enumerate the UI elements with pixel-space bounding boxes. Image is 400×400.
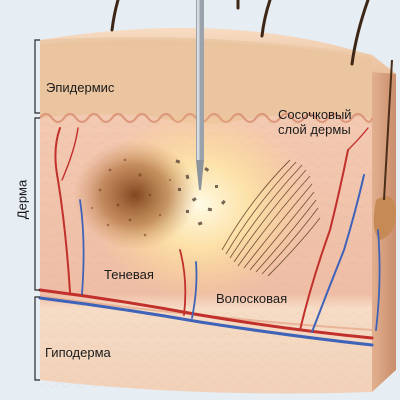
layer-brackets <box>34 39 40 381</box>
label-hair: Волосковая <box>216 291 288 306</box>
particle-fragments <box>175 159 226 226</box>
pigment-shadow <box>73 140 197 250</box>
label-papillary-line1: Сосочковый <box>278 107 352 122</box>
label-dermis: Дерма <box>14 179 30 220</box>
epidermis-layer <box>40 40 372 124</box>
label-papillary-line2: слой дермы <box>278 122 351 137</box>
label-papillary-dermis: Сосочковый слой дермы <box>278 107 388 137</box>
label-hypodermis: Гиподерма <box>45 345 111 360</box>
hair-strokes <box>221 159 321 277</box>
hair-follicle <box>373 196 396 240</box>
label-epidermis: Эпидермис <box>46 80 115 95</box>
blood-vessel <box>38 127 381 347</box>
needle-icon <box>196 0 204 190</box>
label-shadow: Теневая <box>104 267 154 282</box>
surface-hairs <box>110 0 370 66</box>
pigment-dots <box>91 158 171 237</box>
